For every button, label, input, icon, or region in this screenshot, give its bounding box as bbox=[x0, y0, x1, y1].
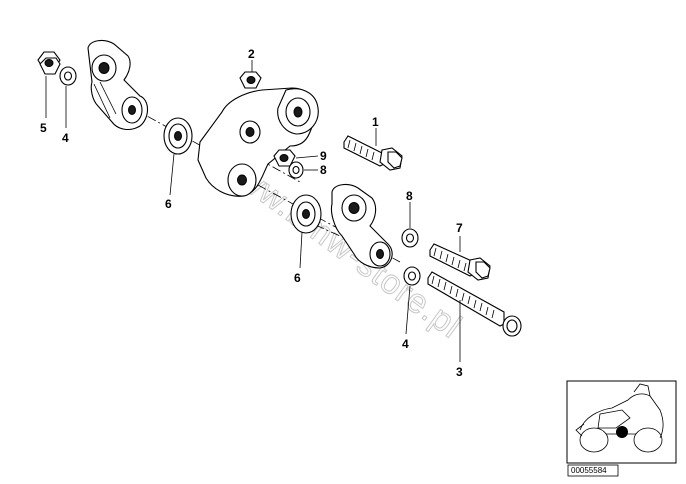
bolt-lower bbox=[429, 243, 491, 281]
reference-number: 00055584 bbox=[571, 466, 607, 475]
bolt-upper bbox=[343, 135, 403, 171]
bushing-left bbox=[163, 117, 193, 155]
callout-8a: 8 bbox=[320, 163, 327, 177]
callout-9: 9 bbox=[320, 149, 327, 163]
washer-right bbox=[401, 228, 419, 248]
callout-6b: 6 bbox=[294, 271, 301, 285]
bracket-main bbox=[197, 87, 319, 197]
bushing-lower bbox=[290, 194, 322, 234]
callout-3: 3 bbox=[456, 365, 463, 379]
callout-2: 2 bbox=[248, 47, 255, 61]
callout-8b: 8 bbox=[406, 189, 413, 203]
callout-6a: 6 bbox=[165, 197, 172, 211]
leader-lines bbox=[45, 60, 461, 362]
callout-4a: 4 bbox=[62, 131, 69, 145]
nut-top bbox=[239, 71, 262, 89]
callout-5: 5 bbox=[40, 121, 47, 135]
callout-7: 7 bbox=[456, 221, 463, 235]
location-marker bbox=[616, 426, 628, 438]
washer-lower bbox=[403, 266, 421, 286]
nut-mid bbox=[273, 149, 296, 167]
callout-labels: 1 2 3 4 4 5 6 6 7 8 8 9 bbox=[40, 47, 463, 379]
callout-1: 1 bbox=[372, 115, 379, 129]
location-inset: 00055584 bbox=[566, 380, 677, 477]
nut-left bbox=[37, 51, 61, 75]
washer-mid bbox=[288, 161, 304, 179]
long-bolt bbox=[427, 271, 522, 337]
bracket-right bbox=[330, 183, 393, 269]
washer-left bbox=[59, 66, 77, 86]
callout-4b: 4 bbox=[402, 337, 409, 351]
bracket-left bbox=[87, 39, 149, 131]
